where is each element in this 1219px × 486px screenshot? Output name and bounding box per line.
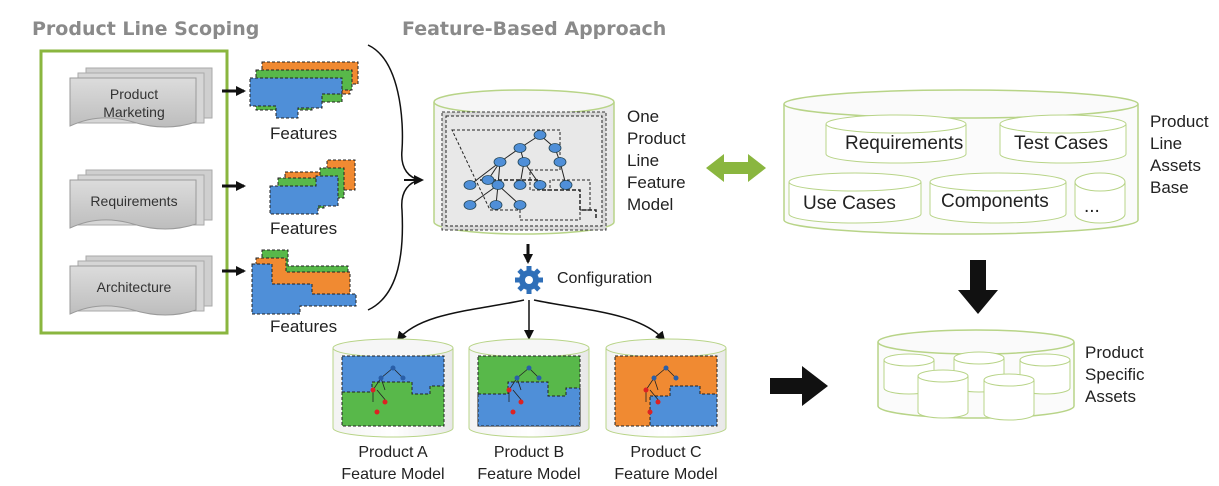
asset-cylinder-components [929, 172, 1067, 224]
heading-product-line-scoping: Product Line Scoping [32, 18, 260, 40]
asset-cylinder-use-cases [788, 172, 922, 224]
features-blob-3 [251, 249, 357, 315]
merge-brace [367, 44, 421, 311]
product-assets-label: Product Specific Assets [1085, 343, 1145, 406]
document-stack-requirements [69, 169, 213, 230]
bidirectional-arrow [706, 154, 766, 182]
assets-base-label: Product Line Assets Base [1150, 112, 1209, 197]
features-label-1: Features [270, 124, 338, 143]
features-blob-2 [269, 159, 356, 215]
product-a-cylinder [332, 338, 454, 438]
gear-icon [515, 266, 543, 294]
product-assets-cylinder [877, 329, 1075, 421]
scoping-frame [39, 49, 229, 335]
asset-requirements: Requirements [845, 133, 964, 154]
heading-feature-based-approach: Feature-Based Approach [402, 18, 667, 40]
asset-components: Components [941, 191, 1049, 212]
features-label-3: Features [270, 317, 338, 336]
down-arrow [958, 260, 998, 314]
document-stack-architecture [69, 255, 213, 316]
asset-more: ... [1084, 196, 1100, 217]
features-label-2: Features [270, 219, 338, 238]
doc-label-product-marketing: Product Marketing [103, 86, 165, 120]
product-b-label: Product B Feature Model [477, 444, 581, 483]
asset-cylinder-requirements [825, 114, 967, 164]
asset-test-cases: Test Cases [1014, 133, 1108, 154]
right-arrow [770, 366, 828, 406]
asset-cylinder-more [1074, 172, 1126, 224]
feature-model-cylinder [433, 89, 615, 235]
doc-label-requirements: Requirements [90, 193, 178, 209]
feature-model-label: One Product Line Feature Model [627, 107, 686, 214]
doc-label-architecture: Architecture [96, 279, 172, 295]
product-c-label: Product C Feature Model [614, 444, 718, 483]
product-c-cylinder [605, 338, 727, 438]
product-a-label: Product A Feature Model [341, 444, 445, 483]
document-stack-marketing [69, 67, 213, 128]
asset-cylinder-test-cases [999, 114, 1127, 164]
configuration-label: Configuration [557, 270, 653, 287]
features-blob-1 [249, 61, 359, 119]
asset-use-cases: Use Cases [803, 193, 896, 214]
product-b-cylinder [468, 338, 590, 438]
